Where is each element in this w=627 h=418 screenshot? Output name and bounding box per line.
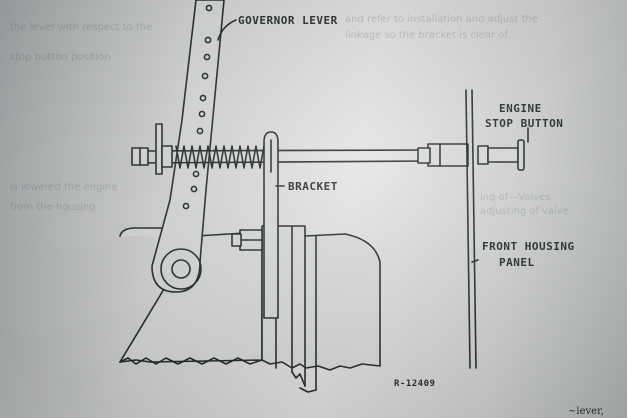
leader-lines	[217, 19, 529, 263]
svg-text:adjusting of valve: adjusting of valve	[480, 206, 569, 217]
label-engine-stop-line2: STOP BUTTON	[485, 117, 563, 130]
label-front-housing-line2: PANEL	[499, 256, 535, 269]
label-bracket: BRACKET	[288, 180, 338, 193]
return-spring	[175, 145, 265, 169]
label-front-housing-line1: FRONT HOUSING	[482, 240, 575, 253]
engine-housing	[119, 225, 381, 393]
bleed-through-text: and refer to installation and adjust the…	[10, 14, 569, 217]
svg-text:is lowered the engine: is lowered the engine	[10, 182, 118, 193]
stop-button-assembly	[417, 89, 525, 369]
governor-lever	[151, 0, 225, 293]
corner-text-fragment: ~lever,	[568, 406, 604, 417]
svg-text:the lever with respect to the: the lever with respect to the	[10, 22, 152, 33]
svg-text:linkage so the bracket is clea: linkage so the bracket is clear of	[345, 30, 508, 41]
svg-text:stop button position: stop button position	[10, 52, 111, 63]
figure-reference: R-12409	[394, 379, 435, 389]
label-engine-stop-line1: ENGINE	[499, 102, 542, 115]
svg-text:and refer to installation and: and refer to installation and adjust the	[345, 14, 538, 25]
bracket	[263, 131, 279, 319]
svg-text:from the housing: from the housing	[10, 202, 96, 213]
label-governor-lever: GOVERNOR LEVER	[238, 14, 338, 27]
svg-text:ing of—Valves: ing of—Valves	[480, 192, 551, 203]
